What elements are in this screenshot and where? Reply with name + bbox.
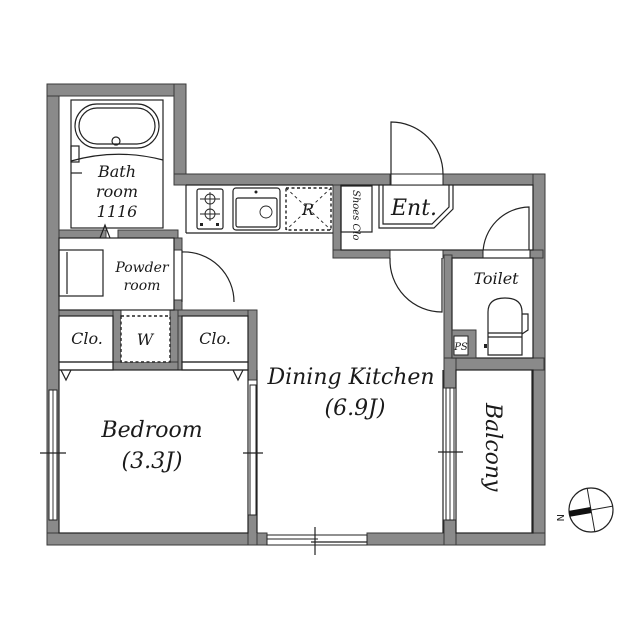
toilet: PS Toilet (451, 257, 534, 359)
entrance: Shoes Clo Ent. (340, 121, 534, 259)
bedroom-label: Bedroom (100, 418, 202, 443)
refrigerator-space: R (285, 187, 332, 231)
walls (46, 83, 546, 546)
stove-icon (196, 188, 224, 230)
dining-kitchen-area: (6.9J) (325, 396, 386, 421)
dining-kitchen: R Dining Kitchen (6.9J) (185, 184, 463, 555)
powder-room-label-1: Powder (114, 260, 170, 276)
powder-room: Powder room (58, 237, 235, 311)
powder-room-label-2: room (124, 278, 161, 294)
closet-right: Clo. (181, 315, 249, 382)
compass-north-label: N (554, 514, 565, 521)
balcony-label: Balcony (480, 402, 505, 492)
toilet-fixture-icon (484, 297, 529, 356)
bathroom-label-2: room (96, 182, 138, 201)
bathroom-size: 1116 (97, 202, 138, 221)
bathroom: Bath room 1116 (70, 99, 164, 239)
closet-left: Clo. (58, 315, 114, 382)
closet-right-label: Clo. (199, 329, 231, 348)
bedroom-area: (3.3J) (122, 449, 183, 474)
entrance-label: Ent. (390, 196, 437, 221)
refrigerator-label: R (301, 200, 314, 219)
balcony: Balcony (455, 369, 534, 534)
sink-icon (232, 187, 281, 231)
washer-label: W (137, 330, 155, 349)
bedroom: Bedroom (3.3J) (40, 369, 263, 534)
toilet-label: Toilet (473, 269, 519, 288)
dining-kitchen-label: Dining Kitchen (266, 365, 434, 390)
washer-space: W (120, 315, 171, 363)
bathroom-label-1: Bath (97, 162, 136, 181)
compass-icon: N (554, 487, 614, 533)
pipe-space-label: PS (453, 342, 468, 353)
shoes-closet-label: Shoes Clo (350, 190, 361, 240)
closet-left-label: Clo. (71, 329, 103, 348)
